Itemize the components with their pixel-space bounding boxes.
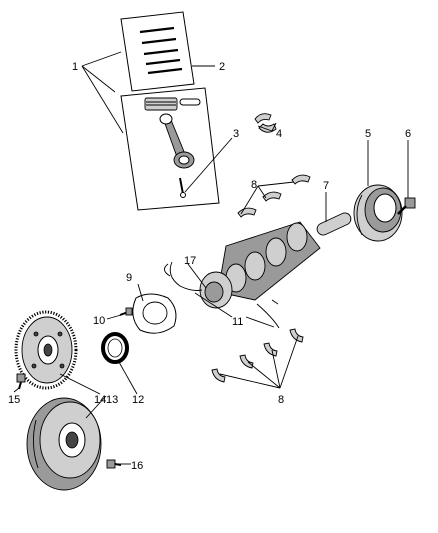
piston-rings-card [120,11,195,92]
retainer-bolt [119,307,133,316]
callout-4: 4 [276,128,282,140]
hub-bolt [397,197,416,215]
callout-16: 16 [131,460,143,472]
callout-5: 5 [365,128,371,140]
callout-13: 13 [106,394,118,406]
crankshaft [199,212,352,309]
thrust-washers [164,261,280,329]
callout-1: 1 [72,61,78,73]
torque-converter [26,397,102,491]
callout-11: 11 [232,316,243,328]
callout-12: 12 [132,394,144,406]
callout-7: 7 [323,180,329,192]
flexplate [14,310,78,390]
seal-retainer [132,293,177,334]
converter-bolt [106,459,122,469]
main-bearings-upper [237,174,311,218]
callout-labels: 1 2 3 4 5 6 7 8 9 17 11 10 12 14 15 13 1… [8,61,411,472]
callout-8-lower: 8 [278,394,284,406]
callout-10: 10 [93,315,105,327]
callout-17: 17 [184,255,196,267]
rear-main-seal [101,332,129,364]
rod-bearing [254,113,277,133]
callout-15: 15 [8,394,20,406]
callout-9: 9 [126,272,132,284]
spacer-hub [353,184,403,242]
piston-rod-card [120,87,220,211]
callout-3: 3 [233,128,239,140]
main-bearings-lower [211,328,304,383]
flexplate-bolt [16,373,26,390]
leader-lines [13,51,409,465]
callout-6: 6 [405,128,411,140]
callout-14: 14 [94,394,106,406]
callout-2: 2 [219,61,225,73]
callout-8-upper: 8 [251,179,257,191]
